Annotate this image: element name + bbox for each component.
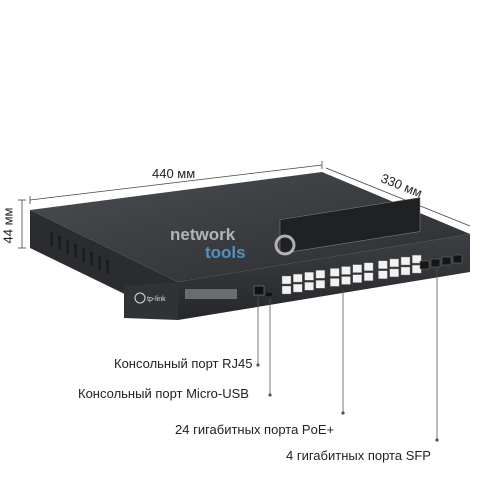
callout-lines: [257, 268, 438, 440]
rj45-port: [293, 283, 303, 293]
rj45-port: [341, 276, 351, 285]
dimension-lines: [18, 161, 471, 249]
rack-ear-left: [124, 282, 178, 320]
watermark-cable-icon: [274, 234, 296, 256]
rj45-port: [330, 268, 340, 277]
brand-logo-text: tp-link: [147, 296, 166, 303]
watermark-line2: tools: [205, 243, 246, 262]
rj45-port: [304, 272, 314, 281]
switch-top: [30, 172, 470, 282]
callout-sfp-ports: 4 гигабитных порта SFP: [286, 448, 431, 463]
rj45-port: [378, 270, 388, 279]
brand-logo-icon: [134, 292, 146, 304]
rj45-port: [352, 274, 362, 283]
rj45-port: [304, 282, 314, 291]
callout-dots: [256, 363, 439, 442]
led-strip: [185, 289, 237, 299]
rj45-port: [389, 268, 399, 278]
side-vents: [50, 232, 109, 274]
callout-microusb-console: Консольный порт Micro-USB: [78, 386, 249, 401]
rj45-port: [293, 273, 303, 283]
network-switch: tp-link: [30, 172, 470, 320]
callout-poe-ports: 24 гигабитных порта PoE+: [175, 422, 335, 437]
rj45-port: [352, 264, 362, 273]
rj45-port: [315, 270, 326, 279]
dimension-height: 44 мм: [0, 207, 16, 244]
rj45-port: [363, 262, 374, 271]
rj45-port: [389, 258, 399, 268]
callout-rj45-console: Консольный порт RJ45: [114, 356, 253, 371]
rj45-port: [400, 256, 411, 266]
sfp-ports: [419, 254, 463, 270]
watermark-line1: network: [170, 225, 236, 244]
rj45-port: [330, 278, 340, 287]
watermark: network tools: [170, 225, 296, 262]
rj45-port: [281, 285, 292, 295]
rj45-port: [341, 266, 351, 275]
rj45-port: [315, 280, 326, 289]
dimension-width: 440 мм: [152, 166, 196, 181]
console-microusb-port: [266, 293, 272, 296]
rj45-ports: [281, 254, 422, 295]
rj45-port: [378, 260, 388, 269]
console-rj45-port: [253, 285, 265, 296]
rj45-port: [363, 272, 374, 281]
rj45-port: [400, 266, 411, 276]
rj45-port: [281, 275, 292, 285]
rj45-port: [412, 254, 422, 264]
